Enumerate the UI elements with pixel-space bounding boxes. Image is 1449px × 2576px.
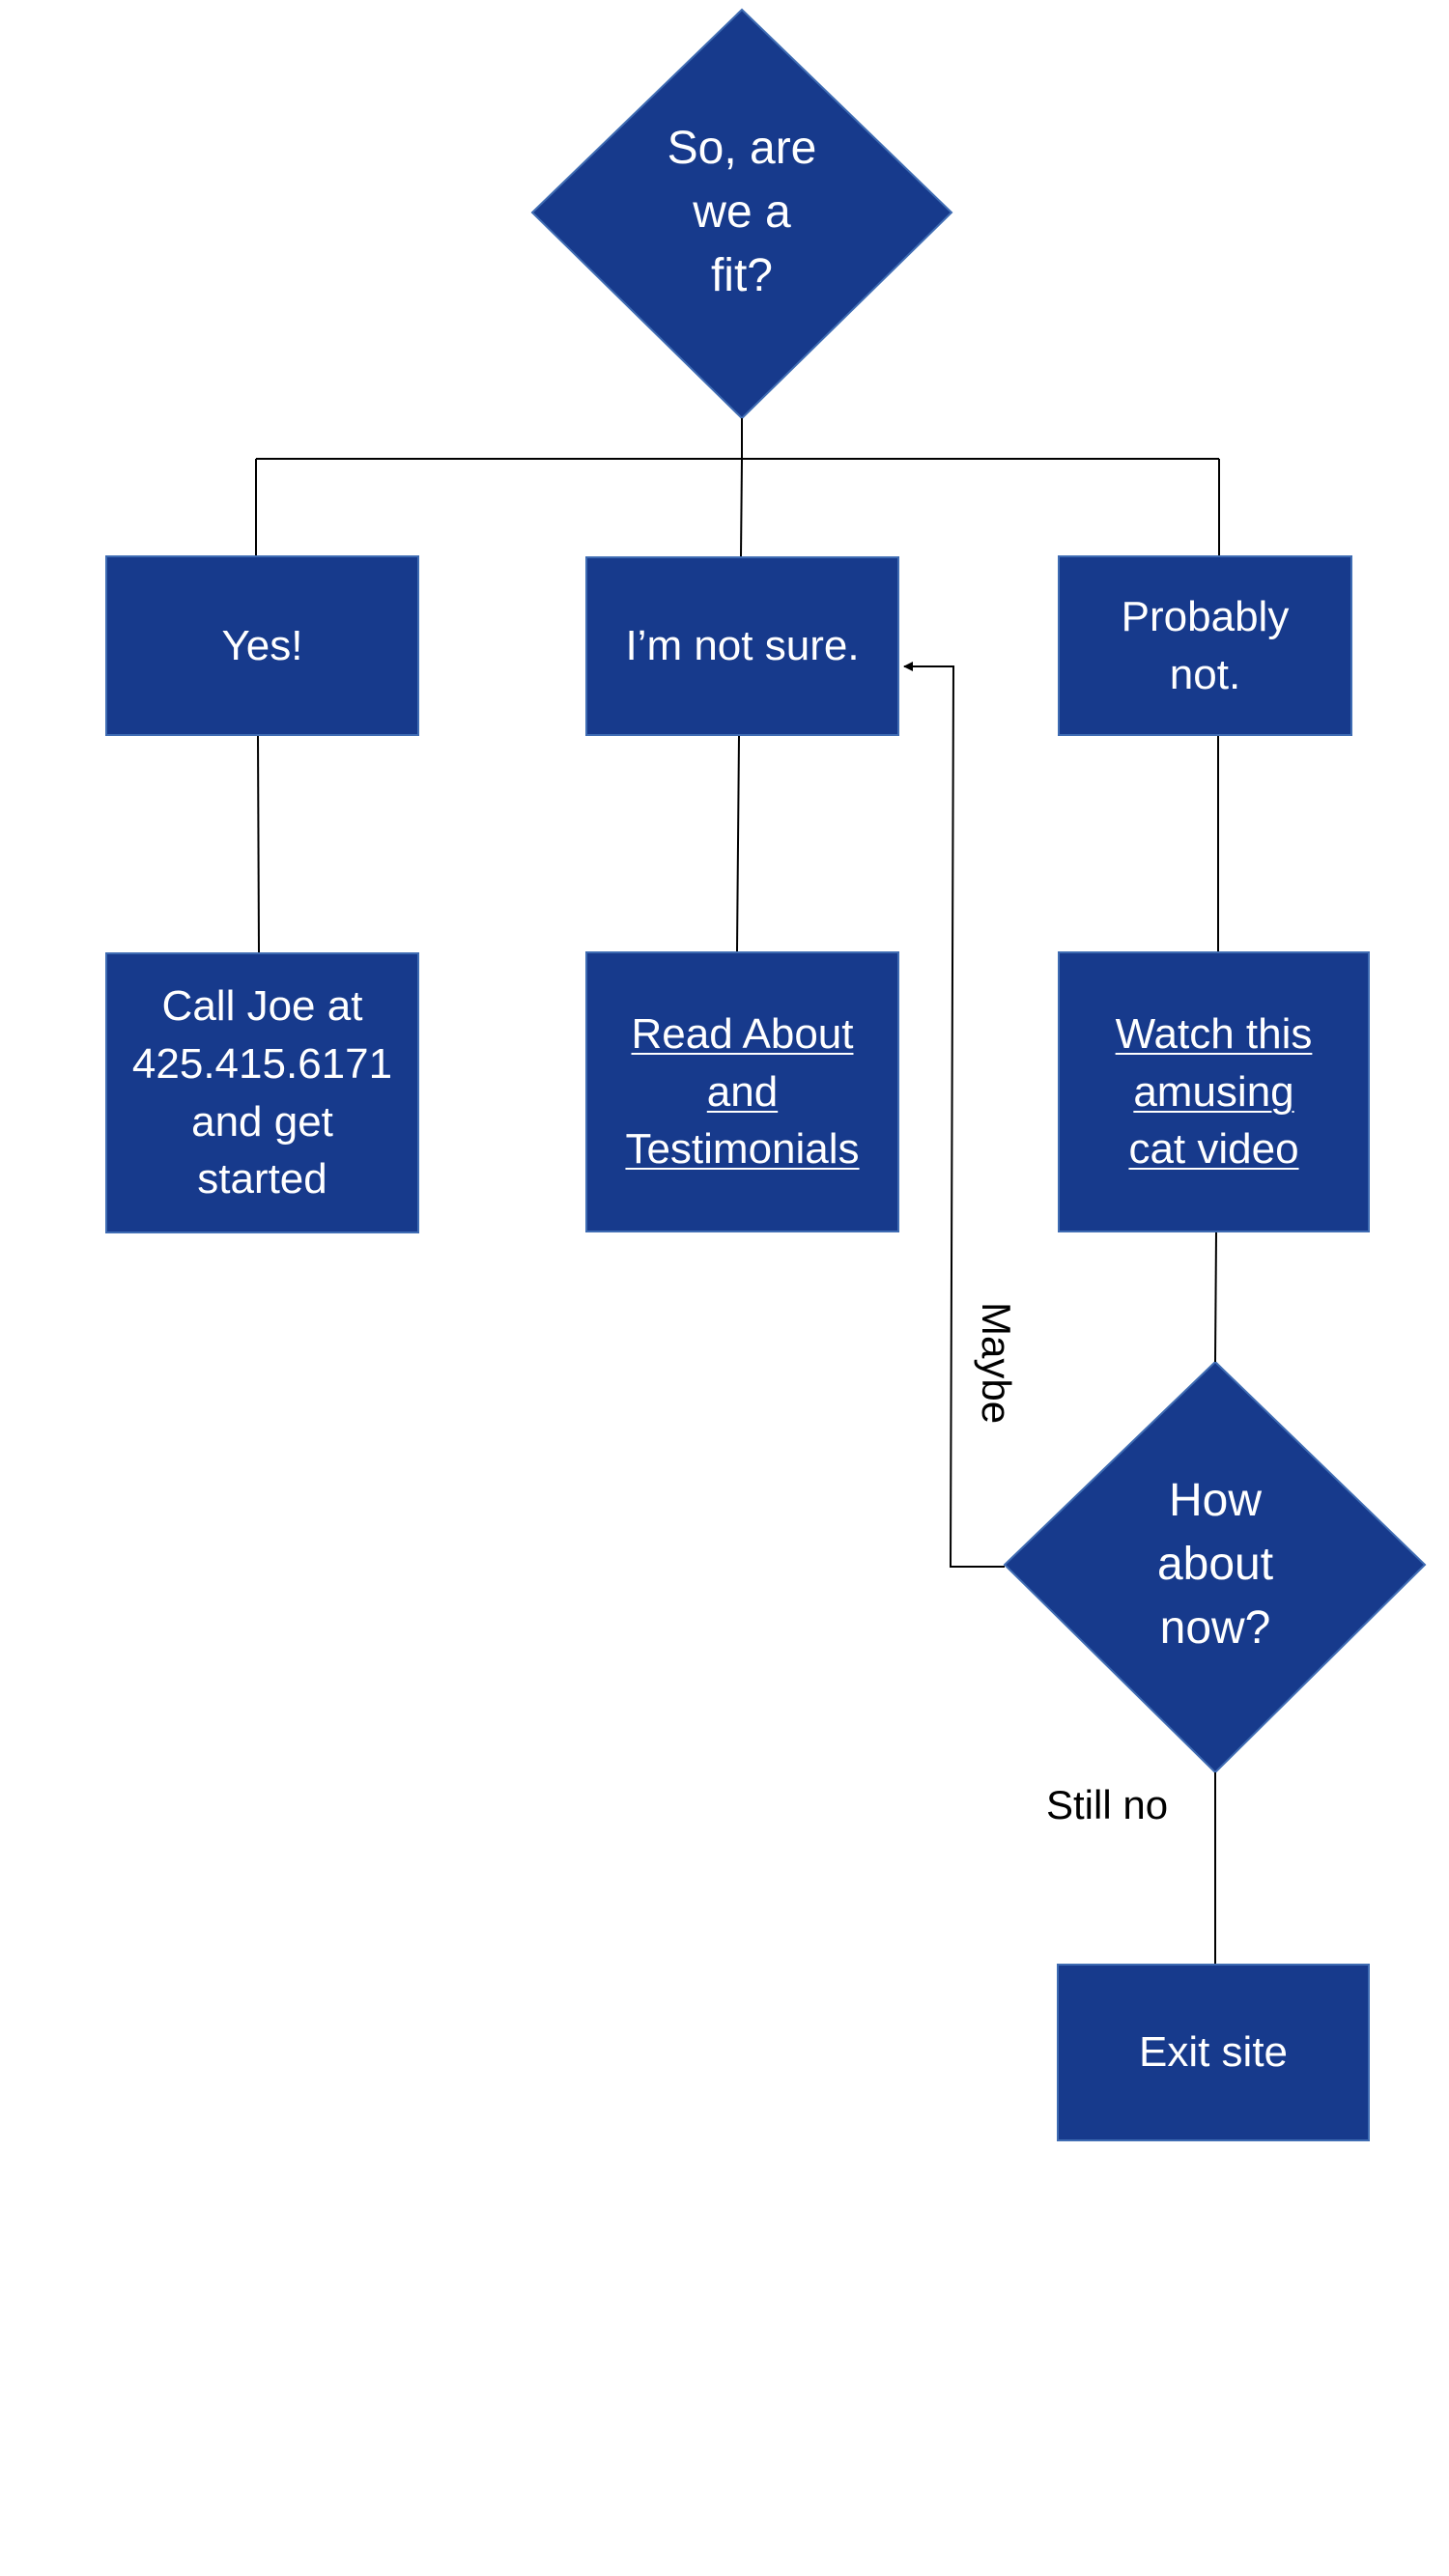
action-cat-video-link[interactable]: Watch this amusing cat video (1058, 951, 1370, 1232)
connector-not-sure-to-read (736, 735, 740, 952)
action-call-joe-label: Call Joe at 425.415.6171 and get started (131, 981, 393, 1203)
decision-fit-label: So, are we a fit? (667, 122, 817, 302)
connector-bus-to-not-sure (740, 458, 743, 557)
connector-yes-to-call (257, 735, 260, 953)
action-read-testimonials-link[interactable]: Read About and Testimonials (585, 951, 899, 1232)
option-yes: Yes! (105, 555, 419, 736)
action-call-joe: Call Joe at 425.415.6171 and get started (105, 952, 419, 1233)
option-not-sure-label: I’m not sure. (625, 622, 860, 670)
exit-site: Exit site (1057, 1964, 1370, 2141)
action-read-testimonials-label: Read About and Testimonials (625, 1009, 860, 1174)
option-yes-label: Yes! (221, 621, 303, 669)
exit-site-label: Exit site (1138, 2028, 1289, 2077)
option-probably-not: Probably not. (1058, 555, 1352, 736)
connector-maybe-loop (903, 662, 1005, 1568)
decision-now-label: How about now? (1156, 1474, 1274, 1655)
edge-label-maybe: Maybe (974, 1302, 1019, 1425)
option-probably-not-label: Probably not. (1121, 592, 1290, 698)
action-cat-video-label: Watch this amusing cat video (1115, 1009, 1313, 1174)
connector-watch-to-now (1214, 1231, 1217, 1363)
edge-label-still-no: Still no (1046, 1782, 1169, 1827)
option-not-sure: I’m not sure. (585, 556, 899, 736)
